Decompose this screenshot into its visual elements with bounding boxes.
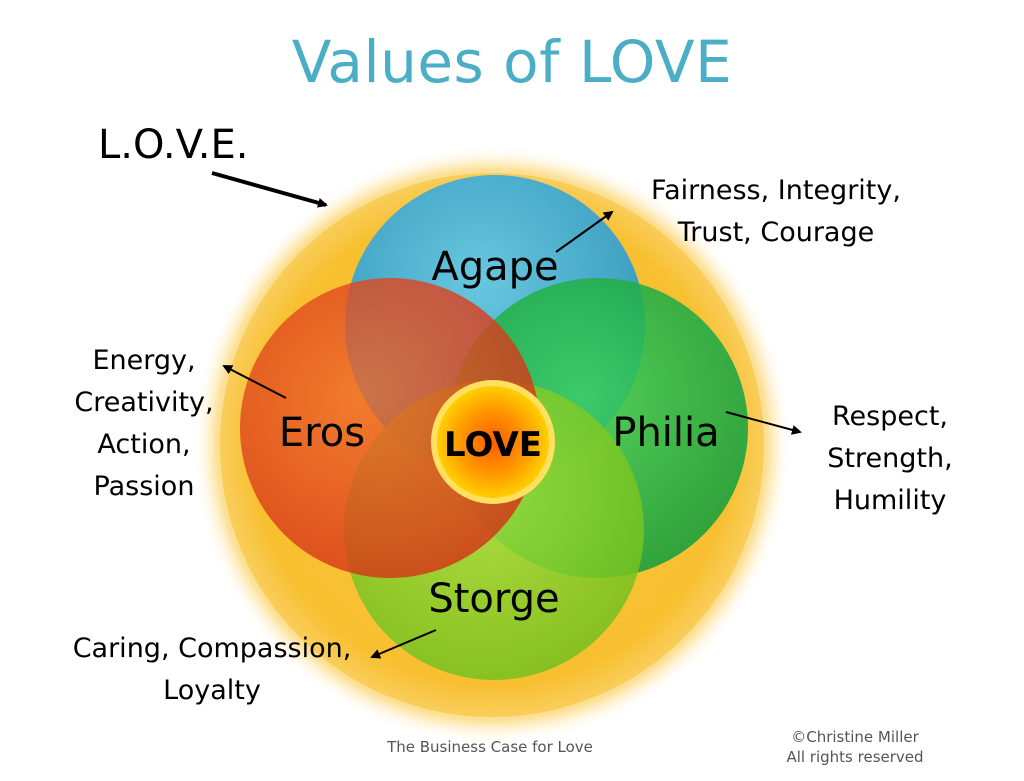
philia-value-line: Humility <box>833 485 947 516</box>
center-love-circle <box>437 386 549 498</box>
eros-value-line: Creativity, <box>74 387 214 418</box>
philia-values: Respect, Strength, Humility <box>800 396 980 522</box>
eros-value-line: Energy, <box>92 345 196 376</box>
philia-value-line: Strength, <box>827 443 953 474</box>
storge-label: Storge <box>428 576 559 622</box>
philia-arrow <box>725 411 802 435</box>
philia-value-line: Respect, <box>832 401 948 432</box>
footer-text: The Business Case for Love <box>387 738 593 756</box>
agape-value-line: Fairness, Integrity, <box>651 175 901 206</box>
eros-arrow <box>222 365 287 399</box>
eros-circle <box>240 278 540 578</box>
storge-arrow <box>370 629 437 659</box>
storge-values: Caring, Compassion, Loyalty <box>50 628 374 712</box>
eros-values: Energy, Creativity, Action, Passion <box>54 340 234 508</box>
agape-values: Fairness, Integrity, Trust, Courage <box>626 170 926 254</box>
page-title: Values of LOVE <box>291 28 733 96</box>
center-love-label: LOVE <box>444 425 542 465</box>
love-acronym-arrow <box>211 171 328 208</box>
eros-label: Eros <box>279 410 365 456</box>
copyright-notice: ©Christine Miller All rights reserved <box>770 727 940 767</box>
agape-value-line: Trust, Courage <box>677 217 875 248</box>
eros-value-line: Action, <box>97 429 191 460</box>
agape-arrow <box>555 210 614 253</box>
love-acronym-label: L.O.V.E. <box>98 122 249 168</box>
copyright-line: ©Christine Miller <box>791 728 919 746</box>
copyright-line: All rights reserved <box>786 748 924 766</box>
storge-value-line: Caring, Compassion, <box>72 633 352 664</box>
eros-value-line: Passion <box>93 471 195 502</box>
agape-label: Agape <box>431 244 558 290</box>
philia-label: Philia <box>612 410 719 456</box>
storge-value-line: Loyalty <box>163 675 261 706</box>
